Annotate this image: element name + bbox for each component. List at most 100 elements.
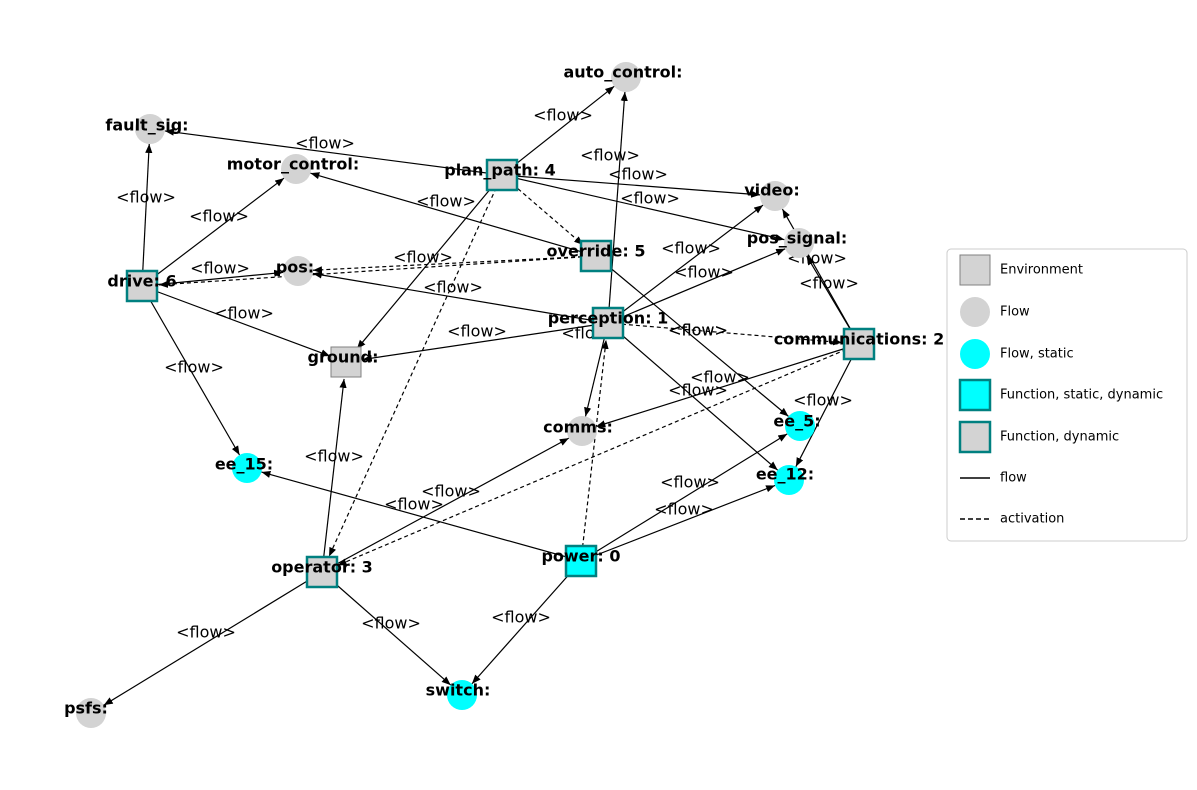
edge-power-to-ee_15 [261,470,582,562]
edge-perception-to-video [607,204,764,324]
node-communications [842,327,876,361]
edge-drive-to-ground [141,285,331,357]
node-perception [591,306,625,340]
legend-symbol-environment [959,254,991,286]
edge-label-communications-to-comms: <flow> [690,368,750,387]
edge-plan_path-to-pos_signal [501,174,785,242]
edge-label-power-to-ee_12: <flow> [654,500,714,519]
edge-label-override-to-ee_5: <flow> [668,321,728,340]
node-label-fault-sig: fault_sig: [105,116,188,135]
node-override [579,239,613,273]
edge-power-to-switch [471,560,582,685]
node-ee-15 [232,453,262,483]
legend-label-6: activation [1000,512,1064,527]
node-label-ee-15: ee_15: [215,455,273,474]
edge-label-override-to-pos: <flow> [393,248,453,267]
legend-symbol-function-static [958,378,992,412]
legend-label-4: Function, dynamic [1000,430,1119,445]
edge-perception-to-ground [362,322,609,362]
edge-label-drive-to-ee_15: <flow> [164,358,224,377]
edge-label-power-to-ee_5: <flow> [660,473,720,492]
edge-power-to-perception [580,339,609,562]
edge-label-plan_path-to-auto_control: <flow> [533,106,593,125]
edge-plan_path-to-ground [356,174,503,350]
edge-operator-to-ground [321,378,347,573]
edge-operator-to-comms [321,437,570,573]
edge-label-communications-to-ee_12: <flow> [793,391,853,410]
edge-plan_path-to-auto_control [501,85,615,176]
legend-label-1: Flow [1000,305,1030,320]
edge-labels-layer: <flow><flow><flow><flow><flow><flow><flo… [116,106,859,642]
node-labels-layer: auto_control: fault_sig: motor_control: pla… [64,63,944,718]
edge-perception-to-pos [312,271,609,324]
node-ee-5 [785,411,815,441]
nodes-layer [76,62,876,728]
node-ee-12 [774,465,804,495]
edge-drive-to-motor_control [141,177,285,287]
node-label-auto-control: auto_control: [563,63,682,82]
node-pos [283,256,313,286]
node-label-ground: ground: [308,348,379,367]
node-label-power: power: 0 [541,547,620,566]
edge-plan_path-to-video [501,174,761,198]
edge-perception-to-auto_control [607,91,628,324]
edge-power-to-ee_12 [580,484,776,562]
edge-label-drive-to-ground: <flow> [214,304,274,323]
edge-label-operator-to-ground: <flow> [304,447,364,466]
node-label-override: override: 5 [547,242,646,261]
node-label-comms: comms: [543,418,613,437]
edge-plan_path-to-fault_sig [164,128,503,176]
node-auto-control [611,62,641,92]
node-psfs [76,698,106,728]
node-label-plan-path: plan_path: 4 [444,161,556,180]
node-label-pos: pos: [276,258,314,277]
edge-communications-to-ee_12 [795,343,860,467]
edge-override-to-pos [312,255,597,274]
edge-label-plan_path-to-video: <flow> [608,165,668,184]
node-label-communications: communications: 2 [774,330,945,349]
node-motor-control [281,154,311,184]
edge-perception-to-pos_signal [607,248,786,324]
legend-frame [946,248,1188,542]
edge-label-perception-to-ee_12: <flow> [668,381,728,400]
node-label-pos-signal: pos_signal: [747,229,848,248]
edge-label-perception-to-comms: <flo [561,324,594,343]
edge-label-perception-to-pos: <flow> [423,278,483,297]
node-label-psfs: psfs: [64,699,108,718]
node-label-operator: operator: 3 [271,558,373,577]
edge-label-drive-to-motor_control: <flow> [189,207,249,226]
legend-label-0: Environment [1000,263,1083,278]
node-fault-sig [135,114,165,144]
node-comms [567,416,597,446]
node-power [564,544,598,578]
edge-label-plan_path-to-pos_signal: <flow> [620,189,680,208]
edge-label-plan_path-to-fault_sig: <flow> [295,134,355,153]
edge-power-to-ee_5 [580,433,788,562]
edge-label-perception-to-video: <flow> [661,239,721,258]
node-label-ee-5: ee_5: [773,412,820,431]
edge-label-perception-to-communications: <flow> [668,321,728,340]
legend-symbol-flow-static [960,339,990,369]
node-label-drive: drive: 6 [107,272,176,291]
edge-label-perception-to-auto_control: <flow> [580,146,640,165]
node-label-video: video: [744,181,800,200]
legend-label-5: flow [1000,471,1027,486]
node-label-motor-control: motor_control: [227,155,359,174]
node-label-perception: perception: 1 [548,309,669,328]
node-label-ee-12: ee_12: [756,465,814,484]
edge-label-communications-to-pos_signal: <flow> [799,274,859,293]
edge-override-to-ee_5 [595,255,789,417]
edge-label-operator-to-psfs: <flow> [176,623,236,642]
edge-operator-to-switch [321,571,452,686]
edge-label-power-to-ee_15: <flow> [384,495,444,514]
edge-label-override-to-motor_control: <flow> [416,192,476,211]
edge-label-power-to-switch: <flow> [491,608,551,627]
legend-label-2: Flow, static [1000,347,1074,362]
legend-symbol-function-dynamic [958,420,992,454]
node-ground [330,346,362,378]
edge-label-drive-to-fault_sig: <flow> [116,188,176,207]
node-label-switch: switch: [426,681,491,700]
edge-label-operator-to-comms: <flow> [421,482,481,501]
